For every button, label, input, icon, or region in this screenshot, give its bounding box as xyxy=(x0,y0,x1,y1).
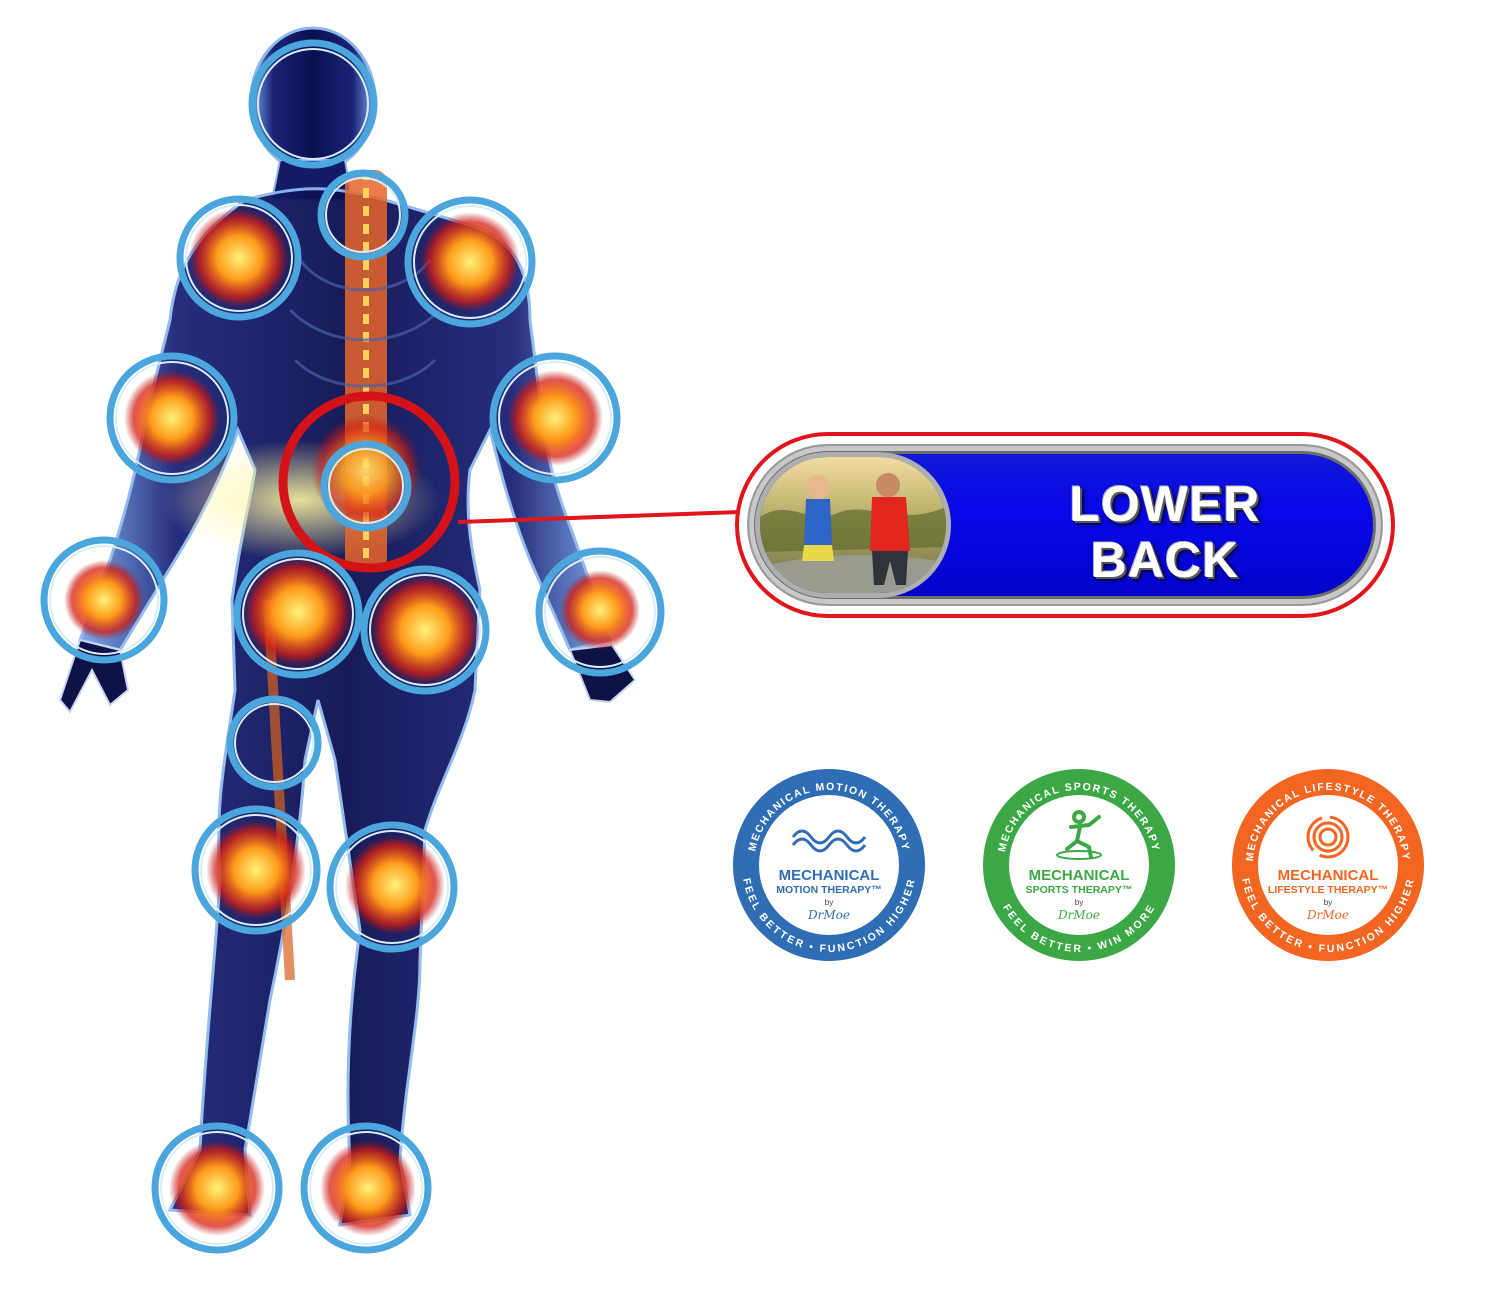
athlete-icon-base xyxy=(1056,850,1102,860)
runners-photo xyxy=(755,452,951,598)
badge-signature: DrMoe xyxy=(1057,908,1100,922)
waves-icon xyxy=(791,829,867,845)
hotspot-left-shoulder[interactable] xyxy=(404,196,536,328)
hotspot-neck[interactable] xyxy=(317,169,409,261)
hotspot-right-knee[interactable] xyxy=(191,805,321,935)
hotspot-right-ankle[interactable] xyxy=(151,1122,283,1254)
lower-back-callout[interactable]: LOWER BACK xyxy=(735,432,1395,618)
joint-glows xyxy=(64,208,640,1236)
badge-by: by xyxy=(1324,898,1332,907)
hotspot-left-ankle[interactable] xyxy=(300,1122,432,1254)
badge-signature: DrMoe xyxy=(1306,908,1349,922)
callout-line1: LOWER xyxy=(1069,476,1261,532)
concentric-ring xyxy=(1306,815,1350,859)
badge-title-line1: MECHANICAL xyxy=(1278,867,1379,884)
badge-title-line2: LIFESTYLE THERAPY™ xyxy=(1268,884,1388,896)
badge-title-line2: SPORTS THERAPY™ xyxy=(1026,884,1133,896)
callout-label: LOWER BACK xyxy=(989,476,1341,588)
waves-icon-line xyxy=(791,837,867,853)
hotspot-left-wrist[interactable] xyxy=(535,547,665,677)
callout-pill: LOWER BACK xyxy=(749,446,1381,604)
concentric-ring xyxy=(1312,821,1344,853)
hotspot-head[interactable] xyxy=(248,39,378,169)
hotspot-right-elbow[interactable] xyxy=(106,352,238,484)
hotspot-right-shoulder[interactable] xyxy=(176,195,302,321)
badge-by: by xyxy=(1075,898,1083,907)
athlete-icon xyxy=(1065,810,1101,859)
hotspot-right-hip[interactable] xyxy=(233,549,363,679)
callout-connector-line xyxy=(457,510,741,524)
hotspot-left-knee[interactable] xyxy=(326,821,458,953)
badge-title-line1: MECHANICAL xyxy=(1029,867,1130,884)
hotspot-lower-back[interactable] xyxy=(278,391,460,573)
callout-line2: BACK xyxy=(1090,532,1240,588)
hotspot-thigh[interactable] xyxy=(226,695,322,791)
badge-signature: DrMoe xyxy=(807,908,850,922)
concentric-rings-icon xyxy=(1318,827,1338,847)
hotspot-left-elbow[interactable] xyxy=(489,352,621,484)
hotspot-right-wrist[interactable] xyxy=(40,536,168,664)
badge-title-line2: MOTION THERAPY™ xyxy=(776,884,882,896)
badge-title-line1: MECHANICAL xyxy=(779,867,880,884)
hotspot-left-hip[interactable] xyxy=(360,565,490,695)
badge-by: by xyxy=(825,898,833,907)
